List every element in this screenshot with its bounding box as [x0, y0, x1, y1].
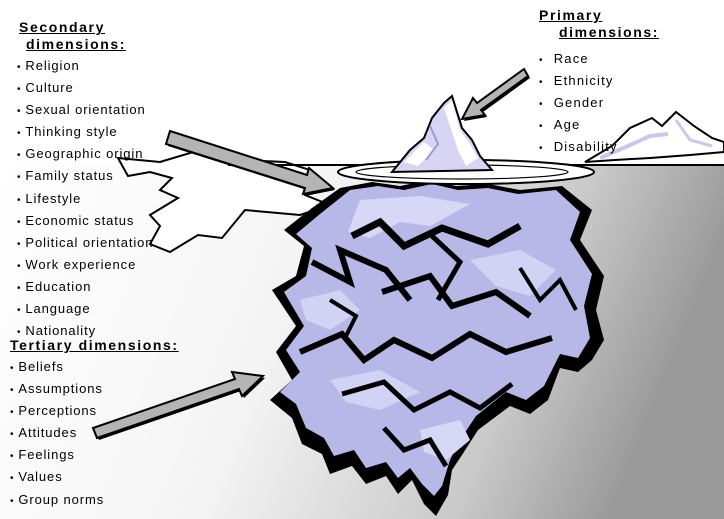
list-item: Ethnicity: [539, 71, 659, 93]
list-item: Assumptions: [10, 379, 179, 401]
secondary-heading-line2: dimensions:: [26, 36, 127, 52]
list-item: Race: [539, 49, 659, 71]
list-item: Nationality: [17, 321, 153, 343]
list-item: Work experience: [17, 255, 153, 277]
primary-dimensions-panel: Primary dimensions: Race Ethnicity Gende…: [539, 7, 659, 159]
secondary-heading-line1: Secondary: [19, 19, 105, 35]
list-item: Culture: [17, 78, 153, 100]
arrow-to-tip: [460, 67, 530, 121]
list-item: Beliefs: [10, 357, 179, 379]
list-item: Political orientation: [17, 233, 153, 255]
list-item: Language: [17, 299, 153, 321]
arrow-to-waterline: [164, 129, 336, 196]
list-item: Feelings: [10, 445, 179, 467]
list-item: Sexual orientation: [17, 100, 153, 122]
primary-heading-line1: Primary: [539, 7, 603, 23]
primary-list: Race Ethnicity Gender Age Disability: [539, 49, 659, 159]
list-item: Values: [10, 467, 179, 489]
list-item: Group norms: [10, 490, 179, 512]
list-item: Gender: [539, 93, 659, 115]
list-item: Education: [17, 277, 153, 299]
list-item: Thinking style: [17, 122, 153, 144]
list-item: Attitudes: [10, 423, 179, 445]
tertiary-dimensions-panel: Tertiary dimensions: Beliefs Assumptions…: [10, 337, 179, 512]
tertiary-list: Beliefs Assumptions Perceptions Attitude…: [10, 357, 179, 512]
list-item: Age: [539, 115, 659, 137]
secondary-list: Religion Culture Sexual orientation Thin…: [17, 56, 153, 343]
list-item: Geographic origin: [17, 144, 153, 166]
primary-heading-line2: dimensions:: [559, 24, 660, 40]
list-item: Disability: [539, 137, 659, 159]
list-item: Family status: [17, 166, 153, 188]
list-item: Lifestyle: [17, 189, 153, 211]
list-item: Perceptions: [10, 401, 179, 423]
list-item: Economic status: [17, 211, 153, 233]
tertiary-heading: Tertiary dimensions:: [10, 337, 179, 353]
list-item: Religion: [17, 56, 153, 78]
secondary-dimensions-panel: Secondary dimensions: Religion Culture S…: [13, 19, 153, 343]
